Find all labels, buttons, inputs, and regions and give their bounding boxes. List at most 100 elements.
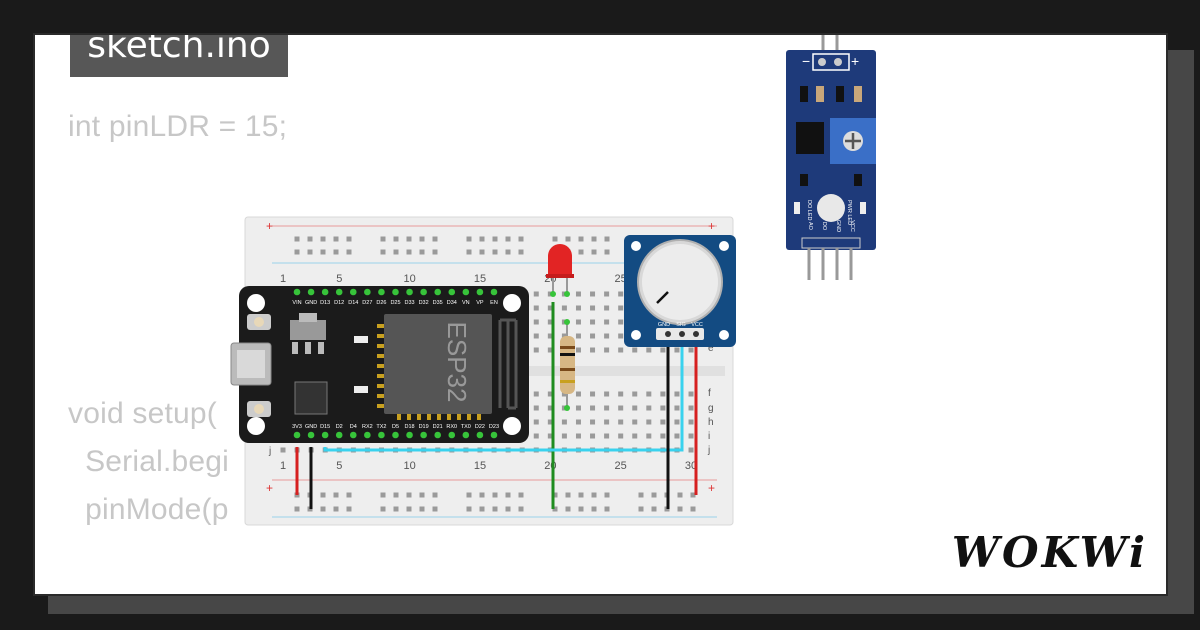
breadboard-hole — [646, 419, 652, 425]
breadboard-hole — [547, 333, 553, 339]
esp32-pin — [434, 288, 442, 296]
wokwi-logo: WOKWi — [952, 528, 1148, 577]
breadboard-hole — [674, 405, 680, 411]
row-letter-left: j — [268, 446, 271, 457]
column-number: 25 — [615, 460, 627, 472]
pot-pin-gnd: GND — [658, 322, 670, 328]
rail-hole — [380, 236, 386, 242]
sketch-filename: sketch.ino — [87, 33, 271, 66]
breadboard-hole — [547, 319, 553, 325]
esp32-pin-label: RX2 — [362, 424, 373, 430]
breadboard-hole — [604, 319, 610, 325]
breadboard-hole — [604, 433, 610, 439]
esp32-pin-label: D12 — [334, 300, 344, 306]
ldr-minus-label: − — [802, 53, 810, 69]
rail-hole — [492, 506, 498, 512]
mount-hole — [247, 294, 265, 312]
esp32-bottom-pins[interactable] — [293, 431, 498, 439]
rail-hole — [393, 236, 399, 242]
rail-hole — [333, 492, 339, 498]
column-number: 30 — [685, 460, 697, 472]
breadboard-hole — [618, 291, 624, 297]
breadboard-hole — [575, 347, 581, 353]
breadboard-hole — [533, 333, 539, 339]
rail-hole — [492, 249, 498, 255]
breadboard-hole — [533, 319, 539, 325]
esp32-top-pins[interactable] — [293, 288, 498, 296]
rail-hole — [505, 492, 511, 498]
esp32-pin-label: VN — [462, 300, 470, 306]
wokwi-logo-text: WOKWi — [951, 528, 1148, 577]
breadboard-hole — [533, 391, 539, 397]
resistor[interactable] — [560, 319, 575, 411]
mount-hole — [247, 417, 265, 435]
esp32-pin-label: TX0 — [461, 424, 471, 430]
breadboard-hole — [561, 419, 567, 425]
breadboard-hole — [646, 405, 652, 411]
rail-hole — [333, 249, 339, 255]
esp32-pin — [307, 431, 315, 439]
breadboard-hole — [660, 405, 666, 411]
esp32-pin — [349, 288, 357, 296]
esp32-pin — [476, 288, 484, 296]
rail-hole — [604, 506, 610, 512]
rail-hole — [591, 506, 597, 512]
knob-indicator — [656, 291, 669, 304]
breadboard-hole — [590, 433, 596, 439]
rail-hole — [518, 249, 524, 255]
ldr-pin-label: AO — [807, 222, 813, 231]
breadboard-hole — [604, 391, 610, 397]
breadboard-hole — [688, 391, 694, 397]
esp32-pin — [476, 431, 484, 439]
column-number: 20 — [544, 460, 556, 472]
rail-hole — [320, 492, 326, 498]
breadboard-hole — [632, 419, 638, 425]
breadboard-hole — [590, 305, 596, 311]
breadboard-hole — [604, 405, 610, 411]
rail-hole — [432, 236, 438, 242]
rail-hole — [406, 492, 412, 498]
red-led[interactable] — [546, 244, 574, 297]
esp32-pin — [335, 431, 343, 439]
column-number: 15 — [474, 273, 486, 285]
esp32-pin — [378, 431, 385, 439]
rail-hole — [492, 236, 498, 242]
breadboard-hole — [533, 419, 539, 425]
breadboard-hole — [590, 391, 596, 397]
esp32-pin-label: D32 — [419, 300, 429, 306]
esp32-pin — [321, 431, 329, 439]
breadboard-hole — [646, 433, 652, 439]
breadboard-hole — [533, 305, 539, 311]
ldr-pwr-led-label: PWR LED — [846, 200, 852, 225]
breadboard-hole — [561, 305, 567, 311]
row-letter: i — [708, 431, 710, 442]
breadboard-hole — [604, 347, 610, 353]
breadboard-hole — [547, 419, 553, 425]
wires — [295, 302, 698, 509]
esp32-pin — [293, 288, 301, 296]
breadboard-hole — [547, 433, 553, 439]
potentiometer[interactable]: GND SIG VCC — [624, 235, 736, 347]
rail-hole — [578, 249, 584, 255]
column-number: 25 — [615, 273, 627, 285]
rail-hole — [578, 236, 584, 242]
breadboard-hole — [674, 391, 680, 397]
rail-hole — [677, 506, 683, 512]
rail-hole — [406, 236, 412, 242]
esp32-pin — [364, 431, 371, 439]
breadboard-hole — [688, 447, 694, 453]
esp32-pin-label: D14 — [348, 300, 358, 306]
esp32-pin-label: D35 — [433, 300, 443, 306]
ldr-do-led-label: DO LED — [806, 200, 812, 221]
rail-hole — [565, 506, 571, 512]
breadboard-hole — [674, 433, 680, 439]
ldr-pin-label: GND — [835, 220, 841, 232]
rail-hole — [552, 492, 558, 498]
breadboard-hole — [575, 291, 581, 297]
breadboard-hole — [533, 405, 539, 411]
